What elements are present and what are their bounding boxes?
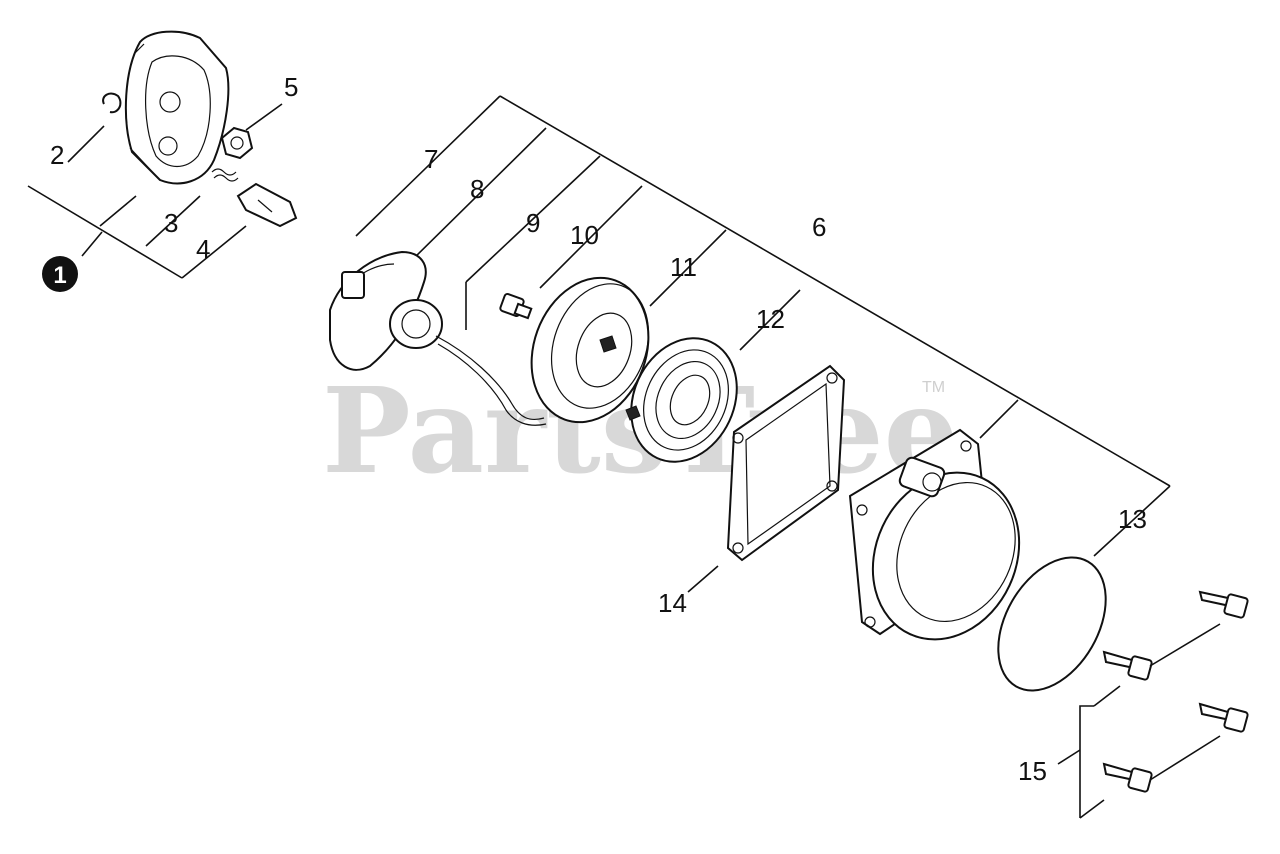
bolt-4-part[interactable] bbox=[1102, 762, 1153, 793]
callout-11[interactable]: 11 bbox=[670, 252, 697, 282]
assembly-badge-number: 1 bbox=[53, 262, 66, 289]
callout-15[interactable]: 15 bbox=[1018, 756, 1047, 786]
starter-handle-part[interactable] bbox=[329, 250, 427, 371]
bolt-1-part[interactable] bbox=[1198, 590, 1249, 619]
e-clip-part[interactable] bbox=[102, 92, 122, 114]
gasket-part[interactable] bbox=[726, 364, 846, 562]
assembly-badge[interactable]: 1 bbox=[42, 256, 78, 292]
pawl-part[interactable] bbox=[236, 182, 298, 228]
bolts-group bbox=[1057, 590, 1249, 819]
callout-3[interactable]: 3 bbox=[164, 208, 178, 238]
callout-8[interactable]: 8 bbox=[470, 174, 484, 204]
o-ring-part[interactable] bbox=[976, 539, 1128, 710]
callout-13[interactable]: 13 bbox=[1118, 504, 1147, 534]
cap-housing-part[interactable] bbox=[124, 30, 230, 185]
callout-7[interactable]: 7 bbox=[424, 144, 438, 174]
bolt-small-part[interactable] bbox=[499, 292, 533, 320]
callout-6[interactable]: 6 bbox=[812, 212, 826, 242]
spring-part[interactable] bbox=[211, 168, 239, 182]
main-assembly-bracket-lines bbox=[355, 95, 1171, 593]
recoil-spring-part[interactable] bbox=[612, 321, 757, 479]
callout-9[interactable]: 9 bbox=[526, 208, 540, 238]
bolt-3-part[interactable] bbox=[1198, 702, 1249, 733]
callout-2[interactable]: 2 bbox=[50, 140, 64, 170]
callout-4[interactable]: 4 bbox=[196, 234, 210, 264]
reel-pulley-part[interactable] bbox=[512, 261, 668, 438]
bolt-2-part[interactable] bbox=[1102, 650, 1153, 681]
starter-rope-part[interactable] bbox=[389, 299, 547, 426]
callout-5[interactable]: 5 bbox=[284, 72, 298, 102]
assembly-1-bracket-lines bbox=[27, 103, 283, 279]
callout-labels: 2 3 4 5 6 7 8 9 10 11 12 13 14 15 bbox=[50, 72, 1147, 786]
watermark-trademark: TM bbox=[922, 379, 945, 396]
nut-part[interactable] bbox=[220, 126, 254, 160]
starter-cover-part[interactable] bbox=[846, 428, 1046, 664]
callout-10[interactable]: 10 bbox=[570, 220, 599, 250]
callout-12[interactable]: 12 bbox=[756, 304, 785, 334]
callout-14[interactable]: 14 bbox=[658, 588, 687, 618]
